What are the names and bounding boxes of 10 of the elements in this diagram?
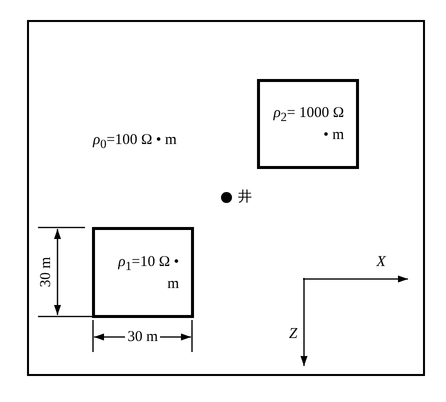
resistivity-label: ρ$_{0}$=100 Ω • m — [93, 132, 177, 152]
model-region — [27, 20, 425, 376]
axis-label: Z — [289, 326, 298, 342]
dimension-label: 30 m — [38, 256, 54, 288]
axis-label: X — [376, 254, 386, 270]
well-dot — [221, 192, 232, 203]
anomaly-box: ρ$_{2}$= 1000 Ω • m — [257, 79, 359, 169]
well-label: 井 — [238, 188, 252, 206]
dimension-label: 30 m — [128, 329, 158, 345]
anomaly-box: ρ$_{1}$=10 Ω • m — [92, 227, 194, 318]
